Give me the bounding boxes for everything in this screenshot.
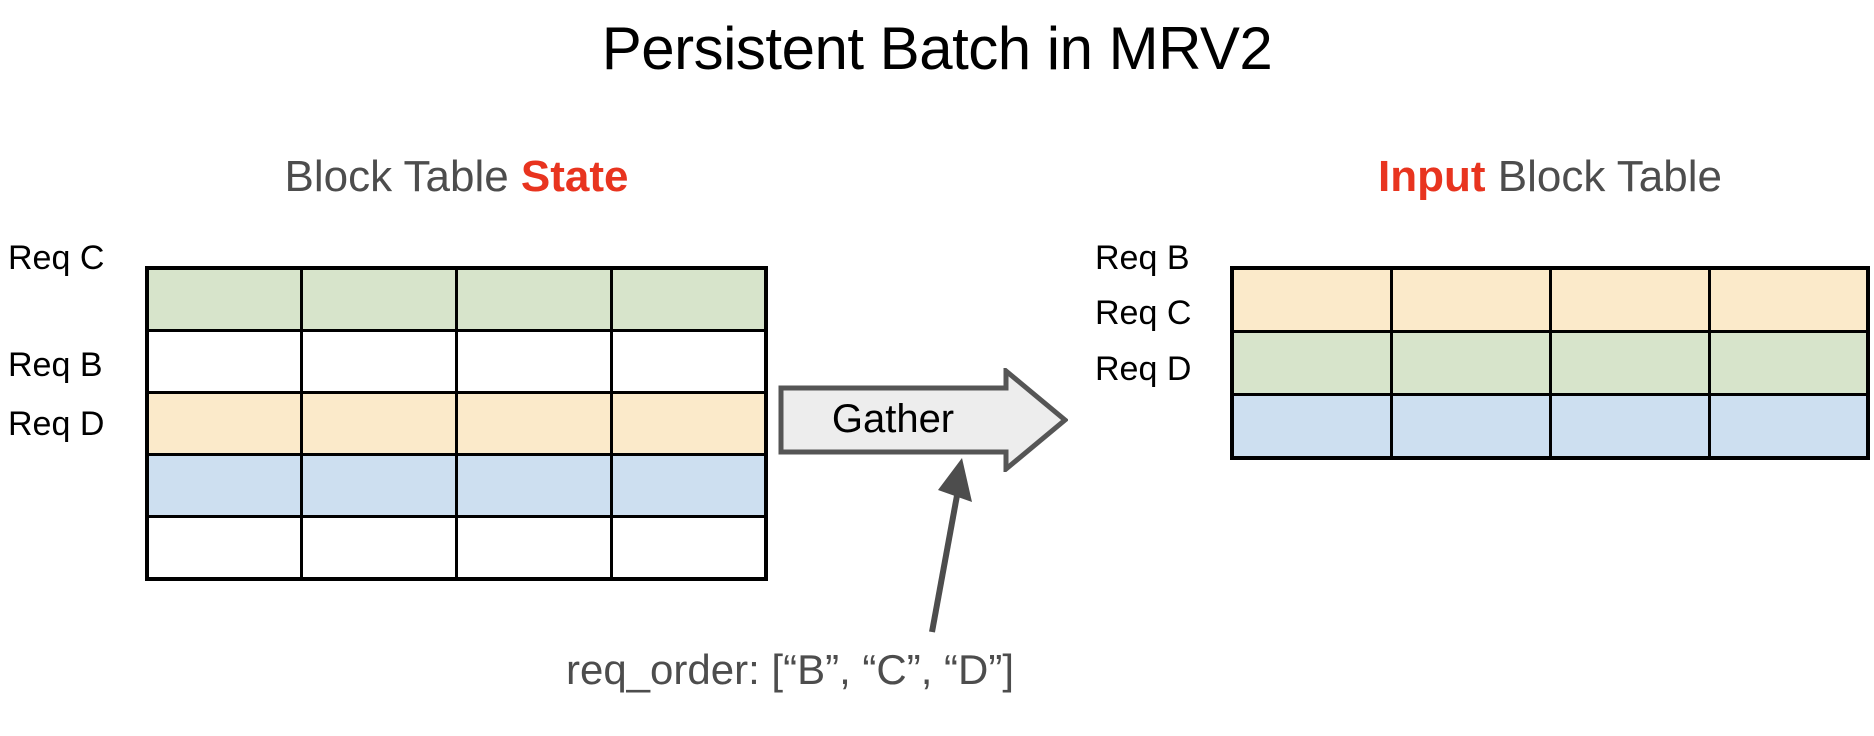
table-cell[interactable] bbox=[1230, 330, 1393, 396]
table-cell[interactable] bbox=[455, 391, 613, 456]
table-cell[interactable] bbox=[1707, 266, 1870, 333]
block-table-state[interactable] bbox=[145, 266, 768, 581]
table-cell[interactable] bbox=[1230, 266, 1393, 333]
table-cell[interactable] bbox=[609, 329, 768, 394]
row-label-input-req-b: Req B bbox=[1095, 239, 1190, 277]
row-label-input-req-d: Req D bbox=[1095, 350, 1192, 388]
table-cell[interactable] bbox=[1548, 266, 1711, 333]
table-cell[interactable] bbox=[455, 329, 613, 394]
block-table-state-heading: Block Table State bbox=[145, 152, 768, 202]
table-cell[interactable] bbox=[1548, 393, 1711, 460]
gather-label: Gather bbox=[831, 397, 955, 441]
table-cell[interactable] bbox=[145, 391, 304, 456]
table-cell[interactable] bbox=[145, 266, 304, 332]
row-label-state-req-c: Req C bbox=[8, 239, 105, 277]
input-block-table-heading: Input Block Table bbox=[1230, 152, 1870, 202]
table-cell[interactable] bbox=[1707, 330, 1870, 396]
table-cell[interactable] bbox=[1230, 393, 1393, 460]
table-cell[interactable] bbox=[1548, 330, 1711, 396]
table-cell[interactable] bbox=[609, 515, 768, 581]
heading-right-suffix: Block Table bbox=[1485, 152, 1722, 201]
table-cell[interactable] bbox=[300, 266, 458, 332]
heading-right-accent: Input bbox=[1378, 152, 1486, 201]
input-block-table[interactable] bbox=[1230, 266, 1870, 460]
table-cell[interactable] bbox=[609, 391, 768, 456]
table-cell[interactable] bbox=[455, 453, 613, 518]
row-label-state-req-d: Req D bbox=[8, 405, 105, 443]
table-cell[interactable] bbox=[609, 453, 768, 518]
table-cell[interactable] bbox=[1389, 330, 1552, 396]
table-cell[interactable] bbox=[300, 329, 458, 394]
gather-arrow-icon bbox=[778, 368, 1068, 472]
table-cell[interactable] bbox=[145, 515, 304, 581]
req-order-callout-arrow-icon bbox=[929, 458, 972, 633]
table-cell[interactable] bbox=[300, 453, 458, 518]
table-row[interactable] bbox=[1230, 393, 1870, 460]
heading-left-prefix: Block Table bbox=[284, 152, 521, 201]
table-cell[interactable] bbox=[300, 515, 458, 581]
table-cell[interactable] bbox=[1389, 266, 1552, 333]
table-cell[interactable] bbox=[1389, 393, 1552, 460]
table-cell[interactable] bbox=[455, 266, 613, 332]
table-cell[interactable] bbox=[609, 266, 768, 332]
table-row[interactable] bbox=[145, 453, 768, 518]
table-row[interactable] bbox=[145, 329, 768, 394]
table-row[interactable] bbox=[1230, 330, 1870, 396]
table-row[interactable] bbox=[145, 266, 768, 332]
heading-left-accent: State bbox=[520, 152, 629, 201]
req-order-caption: req_order: [“B”, “C”, “D”] bbox=[565, 646, 1015, 693]
table-cell[interactable] bbox=[145, 453, 304, 518]
table-cell[interactable] bbox=[455, 515, 613, 581]
table-cell[interactable] bbox=[145, 329, 304, 394]
table-cell[interactable] bbox=[300, 391, 458, 456]
row-label-state-req-b: Req B bbox=[8, 346, 103, 384]
row-label-input-req-c: Req C bbox=[1095, 294, 1192, 332]
page-title: Persistent Batch in MRV2 bbox=[601, 15, 1273, 82]
table-row[interactable] bbox=[145, 391, 768, 456]
table-row[interactable] bbox=[145, 515, 768, 581]
table-row[interactable] bbox=[1230, 266, 1870, 333]
table-cell[interactable] bbox=[1707, 393, 1870, 460]
